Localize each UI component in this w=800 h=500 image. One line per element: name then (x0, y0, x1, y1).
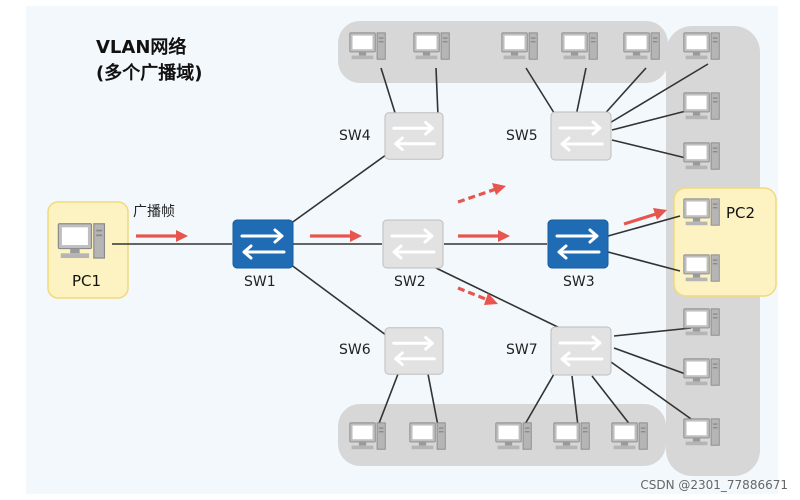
sw2-switch-icon (382, 219, 444, 269)
network-diagram: 广播帧 PC1 PC2 SW1 SW2 SW3 SW4 SW5 SW6 SW7 (47, 21, 777, 476)
pc2-label: PC2 (726, 204, 755, 222)
sw1-label: SW1 (244, 274, 276, 290)
sw4-switch-icon (384, 111, 444, 161)
broadcast-frame-label: 广播帧 (133, 204, 175, 220)
sw1-switch-icon (232, 219, 294, 269)
pc1-label: PC1 (72, 272, 101, 290)
network-links (112, 63, 709, 432)
sw5-switch-icon (550, 111, 612, 161)
diagram-title-line1: VLAN网络 (96, 37, 187, 58)
diagram-title-line2: (多个广播域) (96, 63, 203, 84)
sw7-label: SW7 (506, 342, 538, 358)
sw4-label: SW4 (339, 128, 371, 144)
footer-watermark: CSDN @2301_77886671 (640, 478, 788, 492)
sw5-label: SW5 (506, 128, 538, 144)
sw3-switch-icon (547, 219, 609, 269)
broadcast-arrows (136, 183, 667, 305)
diagram-canvas: VLAN网络 (多个广播域) (26, 6, 778, 494)
sw6-label: SW6 (339, 342, 371, 358)
sw3-label: SW3 (563, 274, 595, 290)
sw6-switch-icon (384, 326, 444, 376)
sw2-label: SW2 (394, 274, 426, 290)
sw7-switch-icon (550, 326, 612, 376)
